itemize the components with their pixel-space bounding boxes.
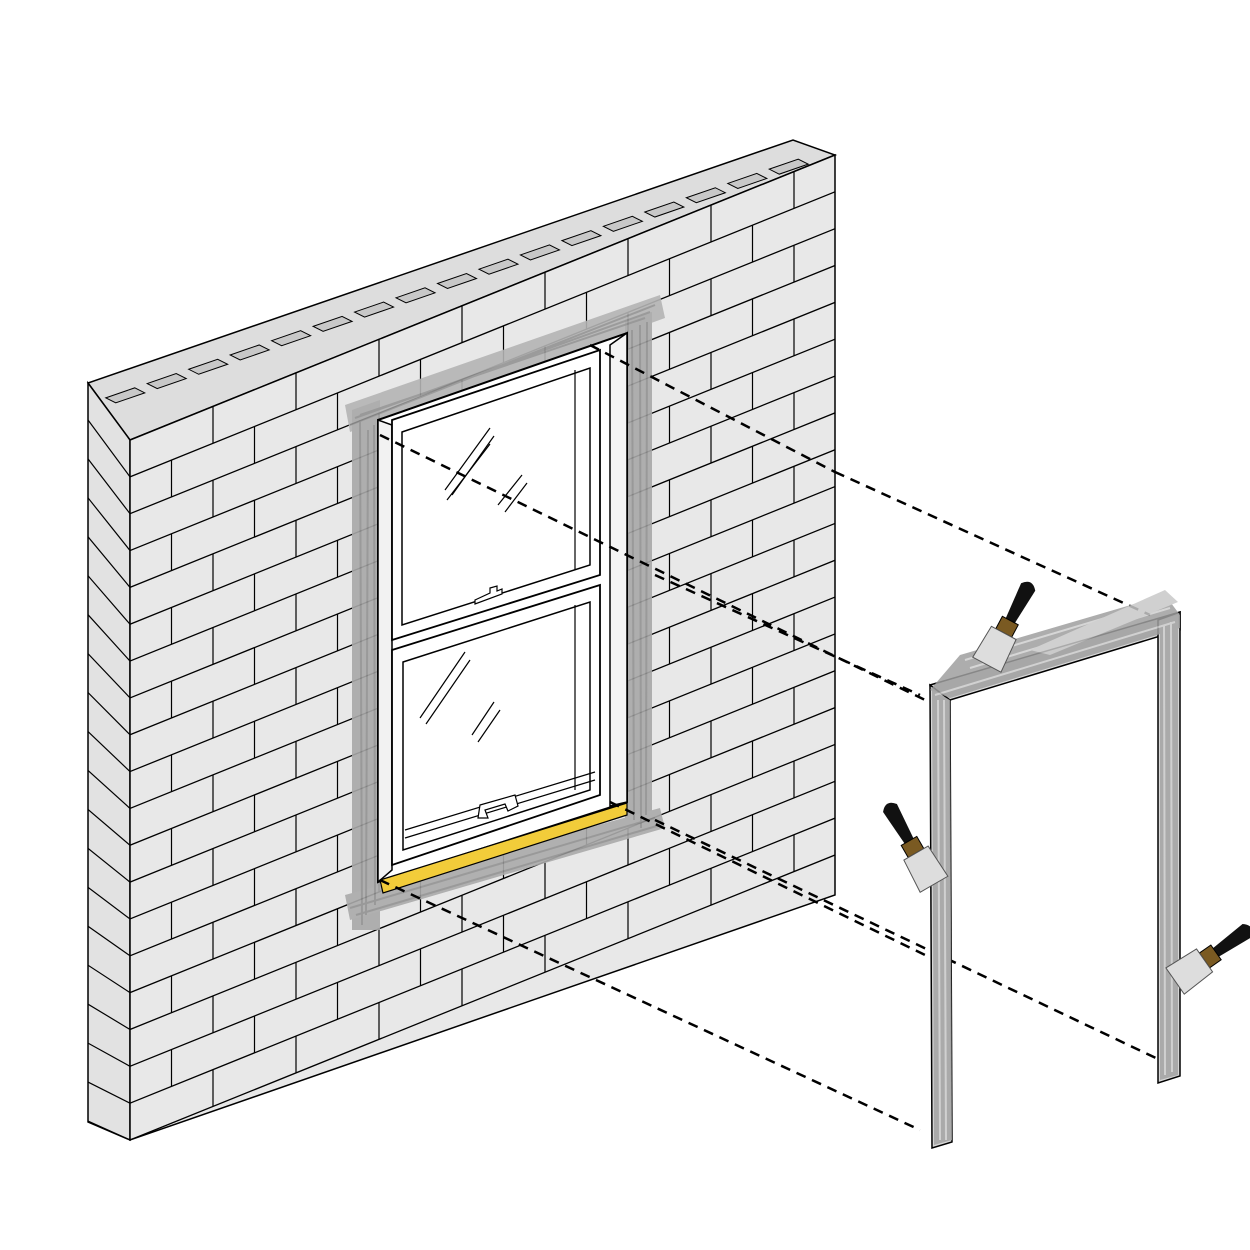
side-joint — [88, 653, 130, 699]
paintbrush-icon — [1165, 924, 1250, 995]
wall-side-face — [87, 380, 131, 1142]
side-joint — [88, 1120, 130, 1140]
side-joint — [88, 1081, 130, 1104]
block-core — [436, 272, 478, 290]
paintbrush-icon — [972, 581, 1036, 673]
block-core — [726, 172, 769, 189]
block-core — [767, 158, 810, 175]
bed-joint — [130, 817, 835, 1104]
side-joint — [88, 964, 130, 994]
side-joint — [88, 886, 130, 920]
window-jamb-depth — [377, 418, 393, 884]
sill-seal-strip — [379, 802, 628, 894]
wood-buck-frame — [929, 590, 1181, 1150]
side-joint — [88, 536, 130, 588]
side-joint — [88, 847, 130, 883]
side-joint — [88, 770, 130, 809]
block-cores — [104, 158, 810, 404]
block-core — [228, 344, 271, 361]
block-core — [270, 330, 312, 347]
side-joint — [88, 575, 130, 625]
block-core — [560, 230, 603, 247]
paintbrush-icon — [883, 802, 949, 893]
bed-joint — [130, 191, 835, 478]
upper-glass — [401, 366, 591, 627]
block-core — [602, 215, 644, 232]
block-core — [145, 373, 188, 390]
block-core — [187, 358, 229, 375]
side-joint — [88, 692, 130, 736]
bed-joint — [130, 780, 835, 1067]
block-core — [519, 244, 561, 261]
sash-lift-handle-icon — [477, 794, 519, 819]
bed-joint — [130, 743, 835, 1031]
side-joint — [88, 1003, 130, 1030]
side-joint — [88, 925, 130, 957]
block-core — [353, 301, 395, 318]
side-joint — [88, 808, 130, 846]
side-joint — [88, 1042, 130, 1067]
side-mortar-joints — [88, 419, 130, 1140]
side-joint — [88, 419, 130, 478]
side-joint — [88, 614, 130, 662]
side-joint — [88, 731, 130, 773]
buck-coating — [930, 590, 1180, 1145]
double-hung-window — [377, 331, 628, 894]
block-core — [477, 258, 520, 275]
block-core — [394, 287, 437, 304]
side-joint — [88, 497, 130, 551]
bed-joint — [130, 854, 835, 1140]
paint-brushes — [883, 581, 1250, 995]
side-joint — [88, 458, 130, 515]
block-core — [104, 387, 147, 404]
block-core — [643, 201, 686, 218]
sash-lock-icon — [474, 585, 503, 605]
opening-sealant — [345, 295, 665, 930]
glass-reflection — [419, 427, 528, 743]
block-core — [311, 315, 354, 332]
alignment-guide-lines — [379, 343, 1161, 1132]
block-core — [685, 187, 727, 204]
